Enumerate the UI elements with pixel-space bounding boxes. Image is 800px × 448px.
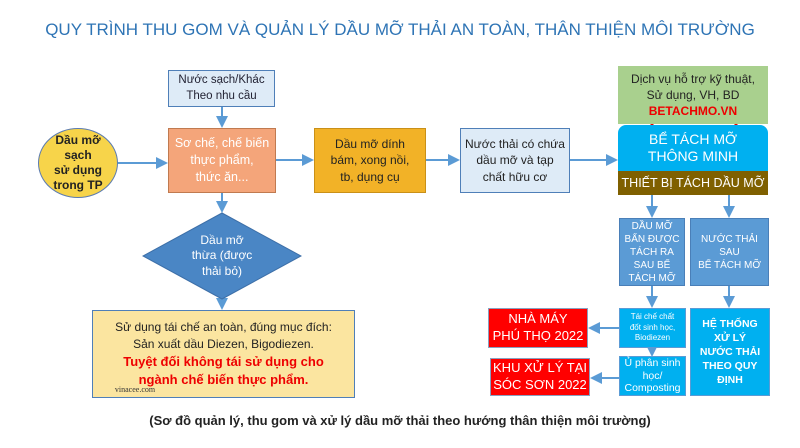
line: SÓC SƠN 2022 [493,377,587,392]
line: THÔNG MINH [647,148,739,164]
line: NHÀ MÁY [508,311,568,327]
line: Sử dụng, VH, BD [646,87,740,102]
page-title: QUY TRÌNH THU GOM VÀ QUẢN LÝ DẦU MỠ THẢI… [45,20,755,39]
line: Nước thải có chứa [465,137,565,152]
line: KHU XỬ LÝ TẠI [493,360,587,376]
line: đốt sinh học, [629,322,676,332]
line: Dầu mỡ [55,133,101,147]
line: Biodiezen [634,333,671,343]
line: Sử dụng tái chế an toàn, đúng mục đích: [115,320,332,335]
line: bám, xong nồi, [330,153,410,168]
line: Ủ phân sinh [624,357,681,370]
line: thừa (được [191,248,253,263]
line: Composting [624,382,681,395]
diamond-shape [142,212,302,300]
line: SAU BỂ [633,259,671,271]
line: học/ [642,369,663,382]
line: PHÚ THỌ 2022 [492,328,584,343]
line: TÁCH MỠ [628,272,676,284]
grease-device-bar: THIẾT BỊ TÁCH DẦU MỠ [618,171,768,195]
service-box: Dịch vụ hỗ trợ kỹ thuật,Sử dụng, VH, BD B… [618,66,768,124]
line: BỂ TÁCH MỠ [698,259,761,271]
line: NƯỚC THẢI [699,345,761,358]
line: TÁCH RA [630,246,674,258]
line: THEO QUY [702,360,758,373]
line: Tái chế chất [630,312,675,322]
line: trong TP [53,178,103,192]
warning-line: ngành chế biến thực phẩm. [138,371,309,387]
line: Dịch vụ hỗ trợ kỹ thuật, [631,71,755,86]
line: thực phẩm, [190,153,254,168]
line: thải bỏ) [201,263,243,278]
line: HỆ THỐNG [702,317,758,330]
safe-reuse-box: Sử dụng tái chế an toàn, đúng mục đích:S… [92,310,355,398]
warning-line: Tuyệt đối không tái sử dụng cho [123,353,324,369]
line: BỂ TÁCH MỠ [649,131,737,148]
line: sử dụng [53,163,103,177]
line: dầu mỡ và tạp [476,153,554,168]
line: sạch [64,148,92,162]
line: Dầu mỡ dính [335,137,405,152]
line: Dầu mỡ [200,232,244,247]
line: chất hữu cơ [482,169,548,184]
line: Nước sạch/Khác [178,73,265,86]
line: Sản xuất dầu Diezen, Bigodiezen. [133,336,314,351]
brand-label: BETACHMO.VN [648,104,738,119]
line: Theo nhu cầu [186,89,257,102]
line: DẦU MỠ [631,220,673,232]
line: thức ăn... [195,169,249,184]
line: Sơ chế, chế biến [174,136,270,151]
caption: (Sơ đồ quản lý, thu gom và xử lý dầu mỡ … [149,412,651,428]
line: NƯỚC THẢI [701,233,758,245]
line: ĐỊNH [717,374,743,387]
line: XỬ LÝ [713,331,747,344]
food-prep-box: Sơ chế, chế biến thực phẩm,thức ăn... [168,128,276,193]
line: BẨN ĐƯỢC [624,233,680,245]
line: tb, dụng cụ [340,169,400,184]
watermark: vinacee.com [114,384,156,394]
line: SAU [719,246,740,258]
